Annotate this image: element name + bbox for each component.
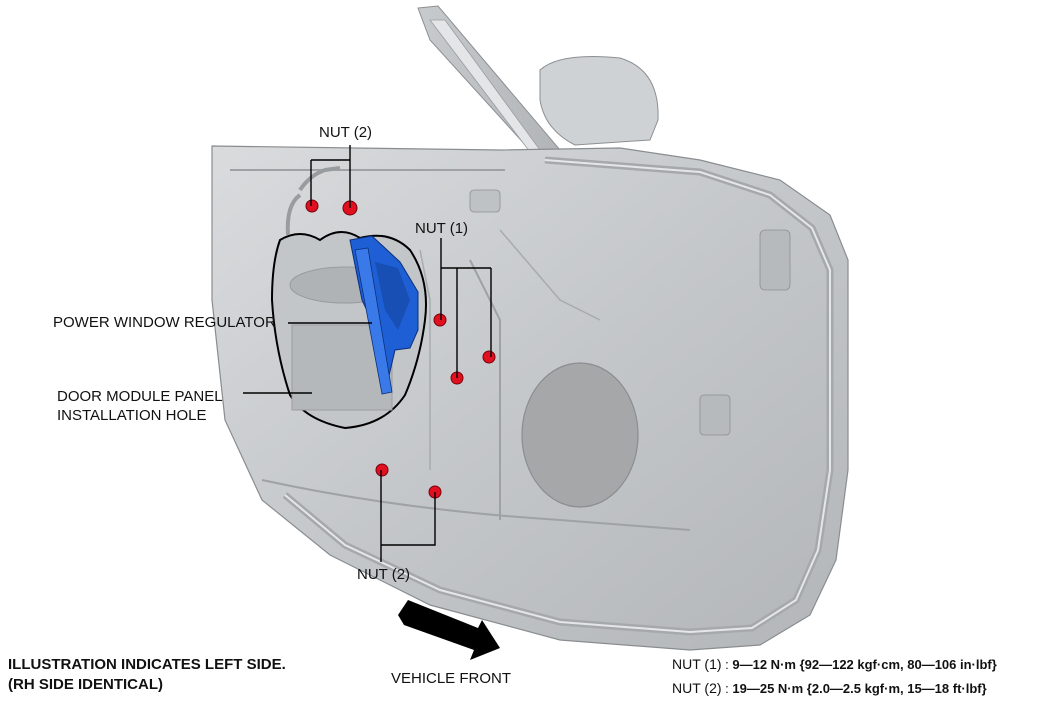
side-note: ILLUSTRATION INDICATES LEFT SIDE. (RH SI… [8,655,286,694]
callout-nut2-top: NUT (2) [319,124,373,141]
torque-nut2-value: 19—25 N·m {2.0—2.5 kgf·m, 15—18 ft·lbf} [732,681,987,696]
installation-hole-line2: INSTALLATION HOLE [57,406,207,424]
nut-1-right [482,350,496,364]
callout-installation-hole: DOOR MODULE PANEL INSTALLATION HOLE [57,388,223,426]
vehicle-front-arrow [398,600,500,660]
nut-2-top-left [305,199,319,213]
window-frame-inner [429,19,541,153]
torque-nut2-name: NUT (2) [672,680,722,696]
speaker [521,362,639,508]
side-note-line2: (RH SIDE IDENTICAL) [8,675,163,693]
nut-2-bottom-left [375,463,389,477]
nut-1-left [433,313,447,327]
callout-nut1: NUT (1) [415,220,469,237]
callout-nut2-bottom: NUT (2) [357,566,411,583]
torque-spec-nut1: NUT (1) : 9—12 N·m {92—122 kgf·cm, 80—10… [672,656,997,672]
torque-nut2-sep: : [721,681,733,696]
side-mirror [539,56,659,146]
torque-spec-nut2: NUT (2) : 19—25 N·m {2.0—2.5 kgf·m, 15—1… [672,680,987,696]
torque-nut1-sep: : [721,657,733,672]
callout-power-window-regulator: POWER WINDOW REGULATOR [53,314,276,331]
leader-lines [243,145,492,562]
torque-nut1-value: 9—12 N·m {92—122 kgf·cm, 80—106 in·lbf} [732,657,997,672]
vehicle-front-label: VEHICLE FRONT [391,670,512,687]
installation-hole-line1: DOOR MODULE PANEL [57,388,223,405]
side-note-line1: ILLUSTRATION INDICATES LEFT SIDE. [8,656,286,673]
torque-nut1-name: NUT (1) [672,656,722,672]
